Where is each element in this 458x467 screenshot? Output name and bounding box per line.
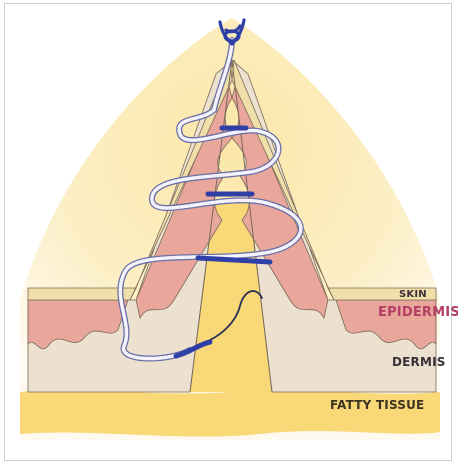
label-dermis: DERMIS [392, 355, 446, 369]
fatty-tissue-layer [20, 389, 440, 436]
label-epidermis: EPIDERMIS [378, 305, 458, 320]
label-skin: SKIN [399, 289, 427, 300]
label-fatty-tissue: FATTY TISSUE [330, 398, 424, 412]
